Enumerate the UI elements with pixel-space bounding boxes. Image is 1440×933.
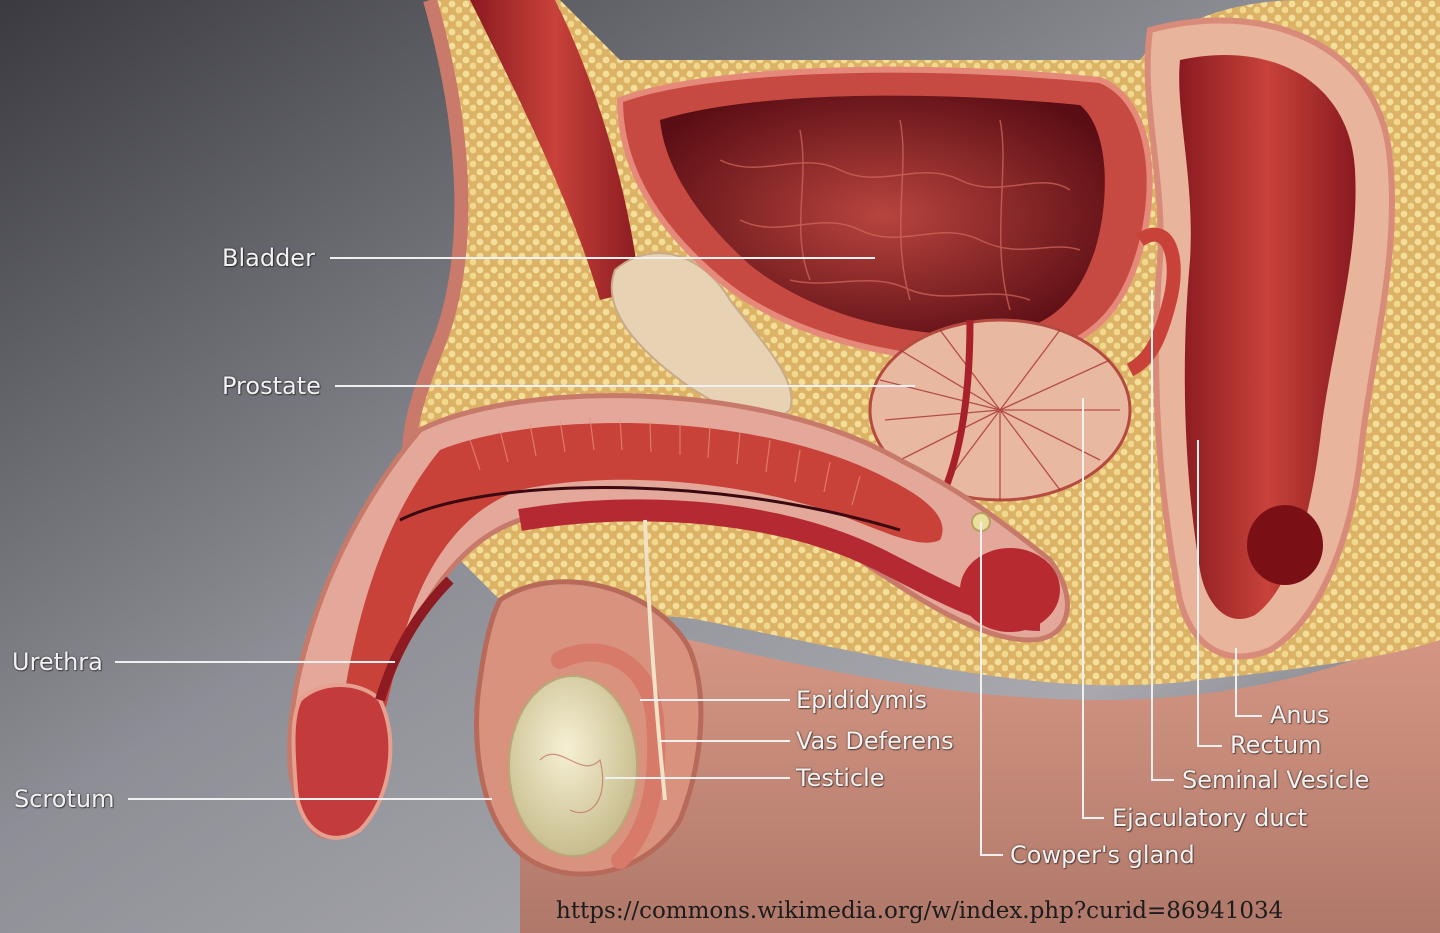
label-testicle: Testicle xyxy=(796,764,885,792)
label-vas-deferens: Vas Deferens xyxy=(796,727,954,755)
label-epididymis: Epididymis xyxy=(796,686,927,714)
label-urethra: Urethra xyxy=(12,648,103,676)
label-bladder: Bladder xyxy=(222,244,315,272)
label-prostate: Prostate xyxy=(222,372,321,400)
label-scrotum: Scrotum xyxy=(14,785,115,813)
label-rectum: Rectum xyxy=(1230,731,1322,759)
label-ejaculatory-duct: Ejaculatory duct xyxy=(1112,804,1308,832)
leader-lines xyxy=(115,257,1262,856)
label-cowpers-gland: Cowper's gland xyxy=(1010,841,1195,869)
label-anus: Anus xyxy=(1270,701,1330,729)
label-seminal-vesicle: Seminal Vesicle xyxy=(1182,766,1370,794)
image-source-credit: https://commons.wikimedia.org/w/index.ph… xyxy=(556,898,1284,924)
